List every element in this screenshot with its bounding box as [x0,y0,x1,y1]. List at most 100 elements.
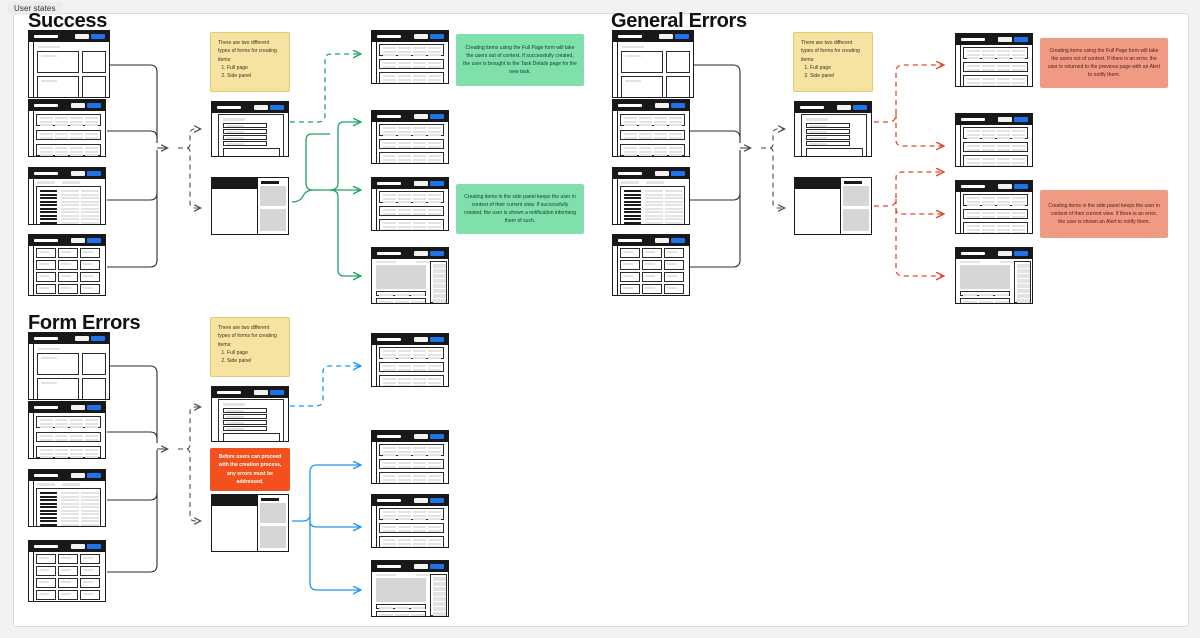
side-nav-rail[interactable] [29,552,34,601]
content-card[interactable] [621,76,663,97]
list-row[interactable] [379,375,444,386]
grid-card[interactable] [36,272,56,282]
grid-card[interactable] [664,272,684,282]
list-row[interactable] [379,206,444,216]
secondary-button[interactable] [655,171,669,176]
list-row[interactable] [36,432,101,442]
grid-card[interactable] [642,272,662,282]
grid-card[interactable] [36,284,56,294]
grid-card[interactable] [664,248,684,258]
grid-card[interactable] [36,590,56,600]
side-nav-rail[interactable] [372,189,377,230]
primary-button[interactable] [430,34,444,39]
form-field[interactable] [223,414,267,419]
form-field[interactable] [223,408,267,413]
list-row[interactable] [963,62,1028,72]
grid-card[interactable] [642,248,662,258]
secondary-button[interactable] [659,34,673,39]
grid-card[interactable] [58,590,78,600]
list-row[interactable] [963,47,1028,59]
primary-button[interactable] [270,105,284,110]
content-card[interactable] [37,76,79,97]
secondary-button[interactable] [837,105,851,110]
side-nav-rail[interactable] [372,506,377,547]
secondary-button[interactable] [71,171,85,176]
side-nav-rail[interactable] [613,42,618,97]
grid-card[interactable] [36,578,56,588]
detail-panel[interactable] [376,611,426,616]
list-row[interactable] [379,536,444,547]
side-panel-drawer[interactable] [257,495,288,551]
secondary-button[interactable] [998,117,1012,122]
side-nav-rail[interactable] [372,442,377,483]
side-nav-rail[interactable] [956,125,961,166]
form-panel[interactable] [218,399,284,441]
form-field[interactable] [806,141,850,146]
primary-button[interactable] [87,103,101,108]
primary-button[interactable] [1014,37,1028,42]
list-row[interactable] [36,144,101,156]
grid-card[interactable] [58,248,78,258]
grid-card[interactable] [58,260,78,270]
side-nav-rail[interactable] [29,246,34,295]
side-nav-rail[interactable] [956,192,961,233]
primary-button[interactable] [671,238,685,243]
grid-card[interactable] [80,284,100,294]
detail-panel[interactable] [376,298,426,303]
grid-card[interactable] [620,260,640,270]
detail-row[interactable] [376,291,426,296]
side-nav-rail[interactable] [29,42,34,97]
grid-card[interactable] [80,272,100,282]
primary-button[interactable] [675,34,689,39]
secondary-button[interactable] [414,114,428,119]
side-nav-rail[interactable] [29,344,34,399]
side-nav-rail[interactable] [613,111,618,156]
secondary-button[interactable] [414,181,428,186]
side-panel-drawer[interactable] [840,178,871,234]
primary-button[interactable] [430,337,444,342]
secondary-button[interactable] [998,251,1012,256]
secondary-button[interactable] [254,105,268,110]
side-nav-rail[interactable] [29,179,34,224]
primary-button[interactable] [430,181,444,186]
primary-button[interactable] [671,171,685,176]
grid-card[interactable] [620,272,640,282]
form-field[interactable] [223,141,267,146]
content-card[interactable] [37,353,79,375]
list-row[interactable] [963,75,1028,86]
grid-card[interactable] [80,566,100,576]
list-row[interactable] [963,155,1028,166]
grid-card[interactable] [80,260,100,270]
content-card[interactable] [666,76,690,97]
form-panel[interactable] [801,114,867,156]
side-nav-rail[interactable] [613,179,618,224]
list-row[interactable] [379,508,444,520]
list-row[interactable] [379,472,444,483]
secondary-button[interactable] [414,251,428,256]
detail-panel[interactable] [960,298,1010,303]
list-row[interactable] [963,142,1028,152]
grid-card[interactable] [620,248,640,258]
list-row[interactable] [963,194,1028,206]
grid-card[interactable] [80,578,100,588]
form-field[interactable] [806,135,850,140]
content-card[interactable] [37,378,79,399]
list-row[interactable] [379,362,444,372]
list-row[interactable] [379,72,444,83]
grid-card[interactable] [80,248,100,258]
secondary-button[interactable] [414,34,428,39]
side-nav-rail[interactable] [613,246,618,295]
list-row[interactable] [379,44,444,56]
secondary-button[interactable] [71,405,85,410]
side-panel-drawer[interactable] [257,178,288,234]
data-table[interactable] [620,186,685,224]
list-row[interactable] [620,114,685,126]
list-row[interactable] [963,127,1028,139]
form-field[interactable] [223,129,267,134]
grid-card[interactable] [58,554,78,564]
grid-card[interactable] [664,284,684,294]
primary-button[interactable] [91,336,105,341]
list-row[interactable] [36,416,101,428]
side-nav-rail[interactable] [29,413,34,458]
form-field[interactable] [223,420,267,425]
